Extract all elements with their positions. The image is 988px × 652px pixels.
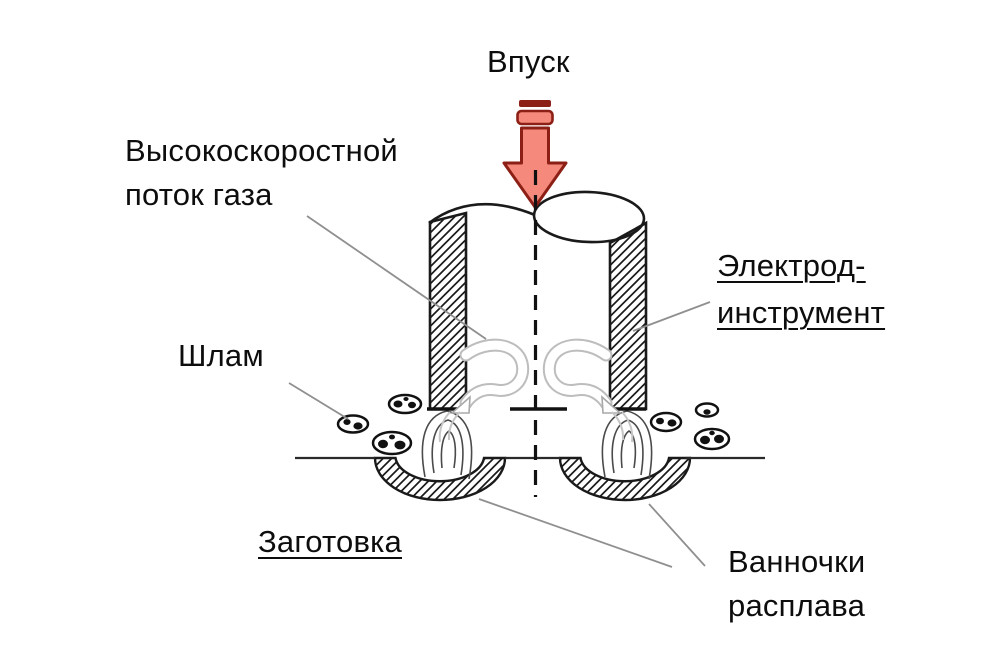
- electrode-tube: [427, 190, 648, 411]
- label-gas-flow-line1: Высокоскоростной: [125, 133, 398, 168]
- inlet-flow-bar-top: [519, 100, 551, 107]
- swirl-arrowhead-right: [601, 395, 623, 414]
- discharge-plume-right: [601, 410, 653, 480]
- sludge-particle: [387, 393, 423, 415]
- leader-gas-flow: [306, 215, 487, 340]
- label-inlet: Впуск: [487, 40, 570, 84]
- leader-lines: [288, 215, 711, 568]
- leader-melt-pool-right: [648, 503, 706, 567]
- sludge-particle: [693, 427, 731, 451]
- sludge-particle: [336, 414, 370, 434]
- label-melt-pools-line2: расплава: [728, 588, 866, 623]
- label-gas-flow-line2: поток газа: [125, 177, 273, 212]
- label-workpiece: Заготовка: [258, 520, 402, 564]
- label-electrode-line1: Электрод-: [717, 248, 866, 283]
- gas-swirl-right: [542, 338, 634, 443]
- sludge-particle: [649, 411, 683, 433]
- label-melt-pools-line1: Ванночки: [728, 544, 866, 579]
- label-inlet-text: Впуск: [487, 44, 570, 79]
- sludge-particle: [694, 402, 720, 418]
- label-sludge-text: Шлам: [178, 338, 264, 373]
- label-workpiece-text: Заготовка: [258, 524, 402, 559]
- leader-sludge: [288, 382, 349, 420]
- gas-swirl-left: [438, 338, 530, 443]
- sludge-particle: [371, 430, 413, 456]
- discharge-plume-left: [421, 410, 473, 480]
- inlet-arrow-body: [502, 126, 568, 209]
- label-gas-flow: Высокоскоростной поток газа: [125, 129, 398, 217]
- label-sludge: Шлам: [178, 334, 264, 378]
- swirl-arrowhead-left: [449, 395, 471, 414]
- label-electrode-line2: инструмент: [717, 295, 886, 330]
- electrode-top-arc-left: [428, 202, 536, 225]
- electrode-wall-left: [428, 211, 468, 411]
- leader-electrode: [632, 301, 711, 332]
- melt-pool-left: [373, 456, 507, 502]
- electrode-top-rim-right: [532, 190, 646, 244]
- label-electrode-tool: Электрод- инструмент: [717, 242, 885, 336]
- leader-melt-pool-left: [478, 498, 673, 568]
- inlet-flow-bar-bottom: [516, 109, 554, 126]
- sludge-particles: [336, 393, 731, 456]
- melt-pool-right: [558, 456, 692, 502]
- label-melt-pools: Ванночки расплава: [728, 540, 865, 628]
- electrode-wall-right: [608, 220, 648, 411]
- inlet-arrow: [502, 100, 568, 209]
